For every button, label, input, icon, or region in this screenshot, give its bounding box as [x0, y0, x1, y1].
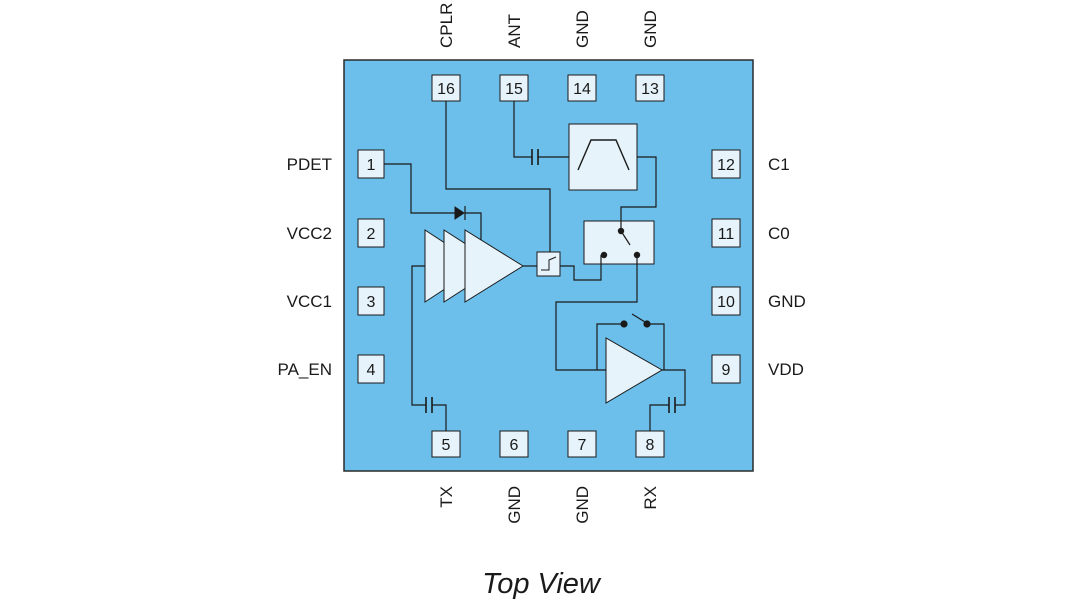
wire-tx — [432, 404, 447, 431]
pin-label: GND — [573, 10, 592, 48]
pin-1: 1 PDET — [287, 149, 385, 179]
pin-5: 5 TX — [431, 430, 461, 508]
pin-number: 16 — [437, 81, 455, 98]
pin-pad — [499, 74, 529, 102]
pin-number: 11 — [718, 226, 735, 243]
pin-number: 6 — [510, 437, 519, 454]
pin-label: GND — [505, 486, 524, 524]
pin-number: 3 — [367, 294, 376, 311]
pin-pad — [567, 74, 597, 102]
pin-2: 2 VCC2 — [287, 218, 385, 248]
pin-10: 10 GND — [711, 286, 806, 316]
pin-label: TX — [437, 486, 456, 508]
pin-label: GND — [641, 10, 660, 48]
pin-number: 2 — [367, 226, 376, 243]
pin-pad — [635, 430, 665, 458]
pin-pad — [567, 430, 597, 458]
pin-14: 14 GND — [567, 10, 597, 102]
pin-11: 11 C0 — [711, 218, 790, 248]
pin-label: ANT — [505, 14, 524, 48]
pin-label: PDET — [287, 155, 332, 174]
pin-number: 14 — [573, 81, 591, 98]
wire-bypass-left — [596, 323, 624, 370]
pin-6: 6 GND — [499, 430, 529, 524]
wire-cplr — [445, 101, 551, 252]
pin-7: 7 GND — [567, 430, 597, 524]
pin-pad — [431, 74, 461, 102]
pin-label: GND — [768, 292, 806, 311]
pin-label: VCC2 — [287, 224, 332, 243]
view-caption: Top View — [482, 568, 602, 600]
pin-pad — [711, 286, 741, 316]
pin-pad — [499, 430, 529, 458]
pin-8: 8 RX — [635, 430, 665, 510]
wire-rx — [649, 404, 669, 431]
pin-label: CPLR — [437, 3, 456, 48]
wire-ant — [513, 101, 532, 158]
wire-bypass-right — [647, 323, 665, 370]
pin-15: 15 ANT — [499, 14, 529, 102]
wire-pdet — [384, 163, 455, 214]
pin-pad — [431, 430, 461, 458]
pin-number: 10 — [717, 294, 735, 311]
pin-16: 16 CPLR — [431, 3, 461, 102]
pin-pad — [711, 354, 741, 384]
wire-switch-lna — [555, 255, 638, 371]
pin-number: 4 — [367, 362, 376, 379]
wire-diode-pa — [465, 212, 482, 240]
wire-coupler-switch — [560, 255, 602, 281]
pin-pad — [357, 218, 385, 248]
pin-3: 3 VCC1 — [287, 286, 385, 316]
pin-12: 12 C1 — [711, 149, 790, 179]
wire-lna-out — [662, 369, 686, 406]
pin-label: C1 — [768, 155, 790, 174]
pin-9: 9 VDD — [711, 354, 804, 384]
pin-pad — [357, 354, 385, 384]
pin-number: 9 — [722, 362, 731, 379]
wire-switch-filter — [620, 156, 657, 231]
pin-4: 4 PA_EN — [278, 354, 385, 384]
pin-number: 12 — [717, 157, 735, 174]
pin-label: PA_EN — [278, 360, 333, 379]
pin-pad — [357, 286, 385, 316]
bandpass-filter-icon — [568, 123, 638, 191]
pin-number: 15 — [505, 81, 523, 98]
pin-number: 13 — [641, 81, 659, 98]
pin-number: 1 — [367, 157, 376, 174]
pin-label: VDD — [768, 360, 804, 379]
coupler-icon — [536, 251, 561, 277]
pin-label: VCC1 — [287, 292, 332, 311]
pin-label: GND — [573, 486, 592, 524]
rf-switch-icon — [583, 220, 655, 265]
pin-pad — [711, 149, 741, 179]
pin-number: 8 — [646, 437, 655, 454]
pin-pad — [635, 74, 665, 102]
lna-bypass-switch-icon — [620, 313, 651, 328]
power-amplifier-icon — [424, 229, 524, 303]
wire-tx-pa — [411, 265, 426, 406]
pin-number: 7 — [578, 437, 587, 454]
pin-number: 5 — [442, 437, 451, 454]
pin-pad — [711, 218, 741, 248]
internal-circuit — [384, 101, 686, 431]
pin-label: C0 — [768, 224, 790, 243]
pin-13: 13 GND — [635, 10, 665, 102]
pin-pad — [357, 149, 385, 179]
pin-label: RX — [641, 486, 660, 510]
